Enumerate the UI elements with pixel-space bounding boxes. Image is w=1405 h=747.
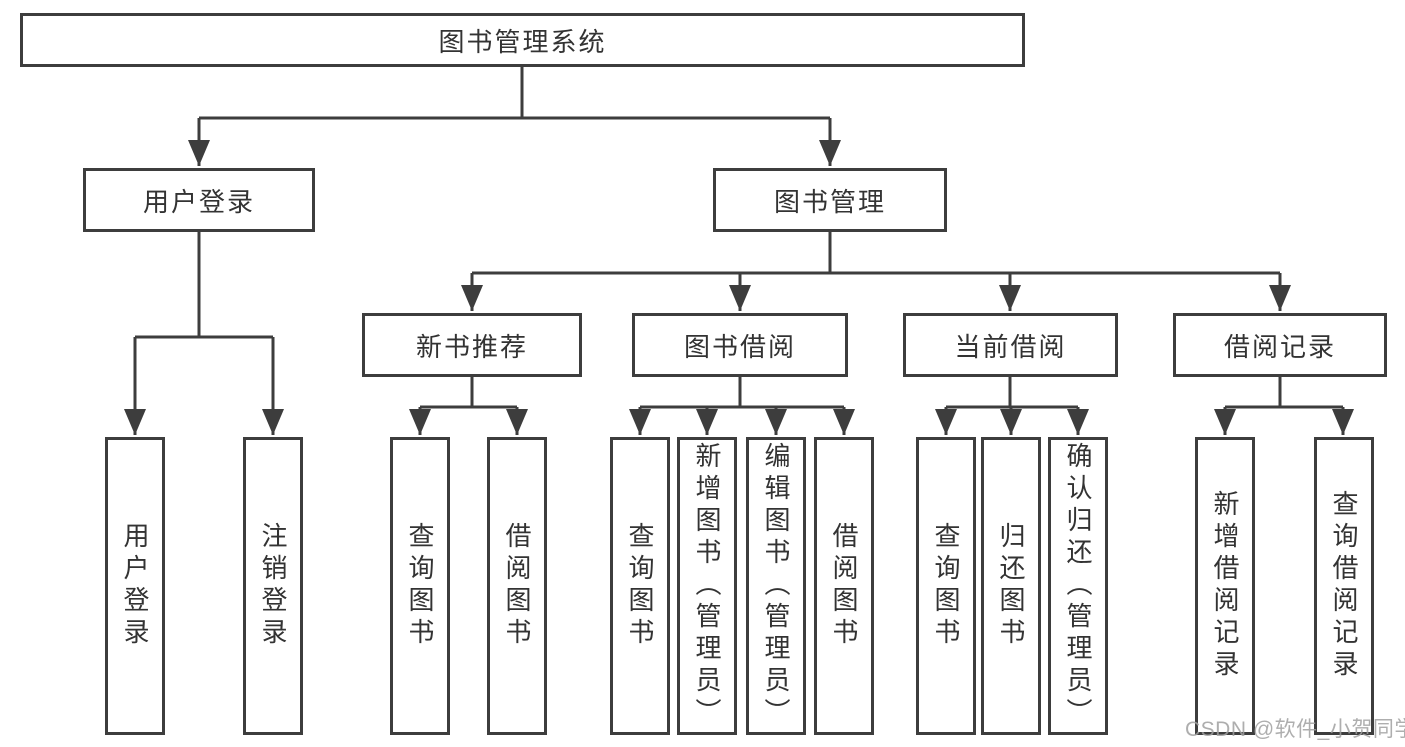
node-library-management-system: 图书管理系统 bbox=[20, 13, 1025, 67]
node-label: 编辑图书（管理员） bbox=[761, 442, 791, 730]
node-label: 借阅记录 bbox=[1223, 331, 1336, 362]
csdn-watermark: CSDN @软件_小贺同学 bbox=[1185, 718, 1405, 741]
node-label: 新增借阅记录 bbox=[1210, 490, 1240, 682]
node-label: 图书借阅 bbox=[683, 331, 796, 362]
node-label: 查询图书 bbox=[625, 522, 655, 650]
leaf-user-login: 用户登录 bbox=[105, 437, 165, 735]
node-borrowing-records: 借阅记录 bbox=[1173, 313, 1387, 377]
node-label: 借阅图书 bbox=[502, 522, 532, 650]
node-label: 查询图书 bbox=[405, 522, 435, 650]
node-label: 图书管理 bbox=[773, 186, 886, 217]
node-label: 用户登录 bbox=[120, 522, 150, 650]
leaf-logout: 注销登录 bbox=[243, 437, 303, 735]
leaf-add-borrow-record: 新增借阅记录 bbox=[1195, 437, 1255, 735]
node-label: 新增图书（管理员） bbox=[692, 442, 722, 730]
leaf-query-books-recommend: 查询图书 bbox=[390, 437, 450, 735]
node-label: 新书推荐 bbox=[415, 331, 528, 362]
leaf-confirm-return-admin: 确认归还（管理员） bbox=[1048, 437, 1108, 735]
node-label: 确认归还（管理员） bbox=[1063, 442, 1093, 730]
leaf-query-borrow-record: 查询借阅记录 bbox=[1314, 437, 1374, 735]
connector-arrows bbox=[124, 118, 1354, 435]
node-label: 注销登录 bbox=[258, 522, 288, 650]
node-label: 当前借阅 bbox=[954, 331, 1067, 362]
connector-trunks bbox=[135, 67, 1343, 409]
node-label: 查询图书 bbox=[931, 522, 961, 650]
leaf-borrow-books-borrowing: 借阅图书 bbox=[814, 437, 874, 735]
leaf-query-books-borrowing: 查询图书 bbox=[610, 437, 670, 735]
node-label: 图书管理系统 bbox=[438, 26, 607, 57]
node-book-management: 图书管理 bbox=[713, 168, 947, 232]
node-book-borrowing: 图书借阅 bbox=[632, 313, 848, 377]
leaf-borrow-books-recommend: 借阅图书 bbox=[487, 437, 547, 735]
leaf-add-book-admin: 新增图书（管理员） bbox=[677, 437, 737, 735]
node-label: 用户登录 bbox=[142, 186, 255, 217]
node-new-book-recommendation: 新书推荐 bbox=[362, 313, 582, 377]
leaf-return-book: 归还图书 bbox=[981, 437, 1041, 735]
node-user-login: 用户登录 bbox=[83, 168, 315, 232]
node-label: 归还图书 bbox=[996, 522, 1026, 650]
leaf-edit-book-admin: 编辑图书（管理员） bbox=[746, 437, 806, 735]
leaf-query-books-current: 查询图书 bbox=[916, 437, 976, 735]
node-label: 借阅图书 bbox=[829, 522, 859, 650]
node-current-borrowing: 当前借阅 bbox=[903, 313, 1118, 377]
node-label: 查询借阅记录 bbox=[1329, 490, 1359, 682]
